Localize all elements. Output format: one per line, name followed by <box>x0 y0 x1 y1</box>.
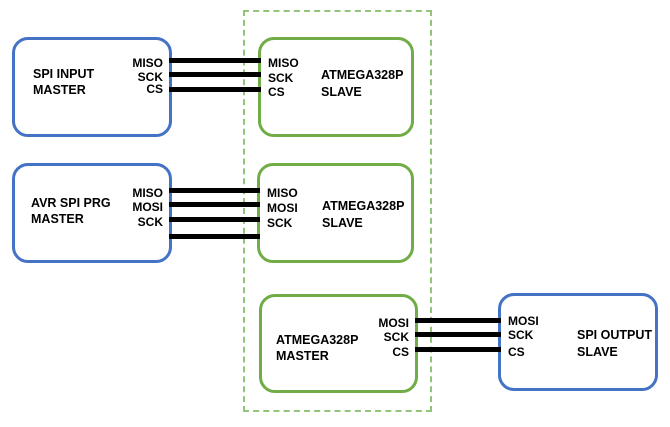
pin-label-mosi: MOSI <box>267 201 298 215</box>
atmega328p-slave1-box: MISO SCK CS ATMEGA328P SLAVE <box>258 37 414 137</box>
spi-input-master-box: SPI INPUT MASTER MISO SCK CS <box>12 37 172 137</box>
box-title-line1: SPI INPUT <box>33 67 95 81</box>
box-title: ATMEGA328P MASTER <box>276 332 358 364</box>
wire-sck-row2 <box>169 217 260 222</box>
pin-label-cs: CS <box>146 82 163 96</box>
box-title-line2: SLAVE <box>321 85 362 99</box>
box-title-line2: SLAVE <box>577 345 618 359</box>
wire-miso-row2 <box>169 188 260 193</box>
pin-label-mosi: MOSI <box>378 316 409 330</box>
wire-sck-row1 <box>169 72 261 77</box>
box-title-line1: ATMEGA328P <box>276 333 359 347</box>
box-title: SPI OUTPUT SLAVE <box>577 327 652 361</box>
atmega328p-slave2-box: MISO MOSI SCK ATMEGA328P SLAVE <box>257 163 414 263</box>
box-title-line2: MASTER <box>31 212 84 226</box>
box-title-line1: SPI OUTPUT <box>577 328 653 342</box>
box-title: AVR SPI PRG MASTER <box>31 195 111 227</box>
box-title-line1: ATMEGA328P <box>321 68 404 82</box>
pin-label-mosi: MOSI <box>132 200 163 214</box>
box-title: ATMEGA328P SLAVE <box>321 67 403 101</box>
box-title-line1: AVR SPI PRG <box>31 196 111 210</box>
wire-miso-row1 <box>169 58 261 63</box>
spi-output-slave-box: MOSI SCK CS SPI OUTPUT SLAVE <box>498 293 658 391</box>
box-title: SPI INPUT MASTER <box>33 66 94 98</box>
box-title-line2: SLAVE <box>322 216 363 230</box>
wire-mosi-row3 <box>415 318 501 323</box>
pin-label-miso: MISO <box>132 56 163 70</box>
avr-spi-prg-master-box: AVR SPI PRG MASTER MISO MOSI SCK <box>12 163 172 263</box>
wire-unlabeled-row2 <box>169 234 260 239</box>
box-title: ATMEGA328P SLAVE <box>322 198 404 232</box>
pin-label-sck: SCK <box>383 330 409 344</box>
wire-sck-row3 <box>415 332 501 337</box>
pin-label-sck: SCK <box>137 215 163 229</box>
box-title-line1: ATMEGA328P <box>322 199 405 213</box>
pin-label-sck: SCK <box>268 71 294 85</box>
atmega-dashed-group-outline <box>243 10 432 412</box>
pin-label-miso: MISO <box>268 56 299 70</box>
pin-label-miso: MISO <box>267 186 298 200</box>
pin-label-cs: CS <box>268 85 285 99</box>
box-title-line2: MASTER <box>33 83 86 97</box>
wire-cs-row3 <box>415 347 501 352</box>
wire-mosi-row2 <box>169 202 260 207</box>
pin-label-mosi: MOSI <box>508 314 539 328</box>
pin-label-cs: CS <box>508 345 525 359</box>
pin-label-cs: CS <box>392 345 409 359</box>
box-title-line2: MASTER <box>276 349 329 363</box>
atmega328p-master-box: ATMEGA328P MASTER MOSI SCK CS <box>259 294 418 393</box>
pin-label-miso: MISO <box>132 186 163 200</box>
pin-label-sck: SCK <box>137 70 163 84</box>
wire-cs-row1 <box>169 87 261 92</box>
pin-label-sck: SCK <box>508 328 534 342</box>
pin-label-sck: SCK <box>267 216 293 230</box>
